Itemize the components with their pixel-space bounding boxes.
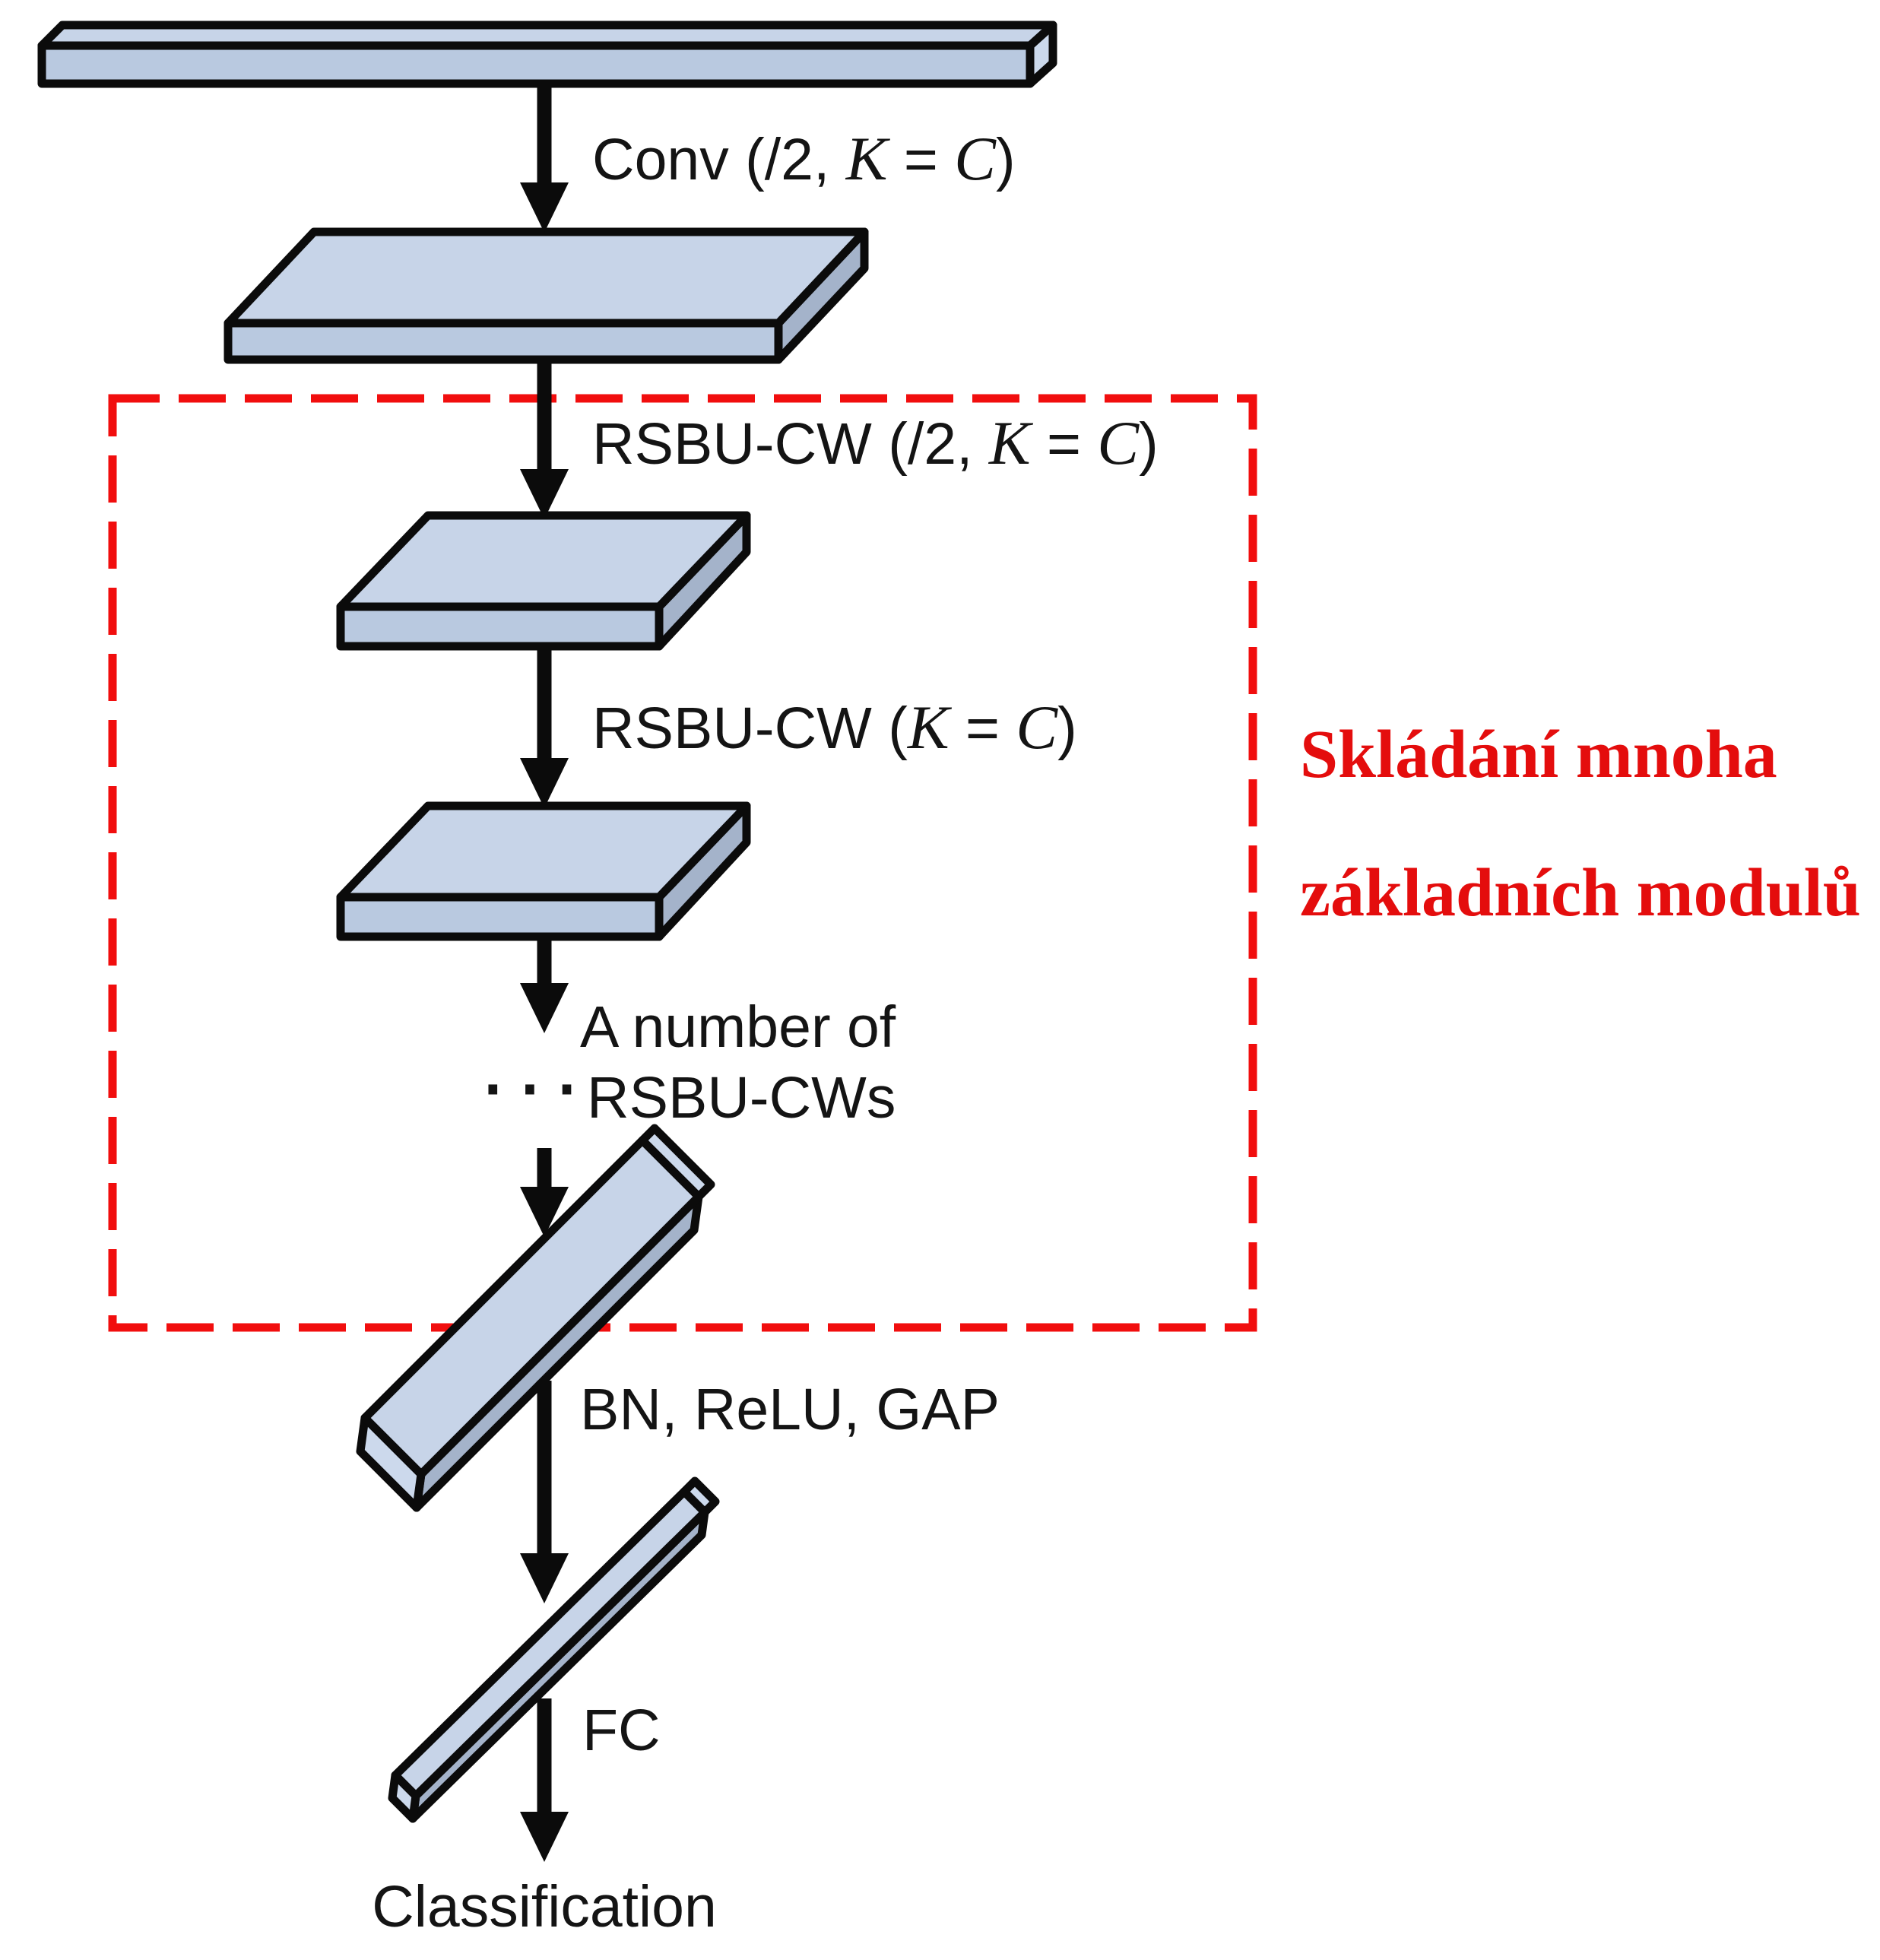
down-arrow-head	[520, 1187, 569, 1237]
stacking-annotation-line1: Skládání mnoha	[1300, 717, 1777, 792]
rsbu1-arrow	[520, 357, 569, 519]
rsbu1-slab-front-face	[336, 602, 664, 651]
conv-slab-front-face	[224, 319, 783, 364]
rsbu2-slab-front-face	[336, 893, 664, 941]
feature-vector-bar	[356, 1124, 715, 1512]
stack-arrow-lower	[520, 1148, 569, 1237]
ellipsis-dots-icon: ···	[477, 1031, 588, 1134]
input-front-face	[37, 41, 1035, 88]
conv-feature-map-slab	[224, 227, 869, 364]
gap-arrow	[520, 1381, 569, 1603]
stack-count-label-line1: A number of	[580, 994, 896, 1060]
classification-label: Classification	[372, 1874, 717, 1939]
rsbu-feature-map-slab-2	[336, 801, 751, 941]
conv-arrow	[520, 82, 569, 233]
conv-label: Conv (/2, K = C)	[592, 124, 1016, 193]
stack-arrow-upper	[520, 935, 569, 1033]
rsbu-feature-map-slab-1	[336, 511, 751, 651]
down-arrow-head	[520, 469, 569, 519]
bn-relu-gap-label: BN, ReLU, GAP	[580, 1377, 1000, 1442]
down-arrow-head	[520, 182, 569, 233]
fc-vector-bar	[388, 1476, 720, 1823]
down-arrow-head	[520, 983, 569, 1033]
stacking-annotation-line2: základních modulů	[1300, 855, 1861, 931]
fc-label: FC	[582, 1698, 661, 1763]
conv-slab-top-face	[224, 227, 869, 328]
dashed-region-outline	[108, 394, 1257, 1332]
stacking-region	[108, 394, 1257, 1332]
down-arrow-head	[520, 1553, 569, 1603]
rsbu1-label: RSBU-CW (/2, K = C)	[592, 408, 1159, 477]
down-arrow-head	[520, 1812, 569, 1862]
fc-arrow	[520, 1698, 569, 1862]
down-arrow-head	[520, 758, 569, 808]
fc-bar-top-face	[391, 1487, 709, 1800]
stack-count-label-line2: RSBU-CWs	[587, 1065, 896, 1131]
input-signal-bar	[37, 21, 1057, 88]
bar-top-face	[360, 1136, 703, 1479]
rsbu2-label: RSBU-CW (K = C)	[592, 693, 1077, 762]
rsbu2-arrow	[520, 645, 569, 808]
